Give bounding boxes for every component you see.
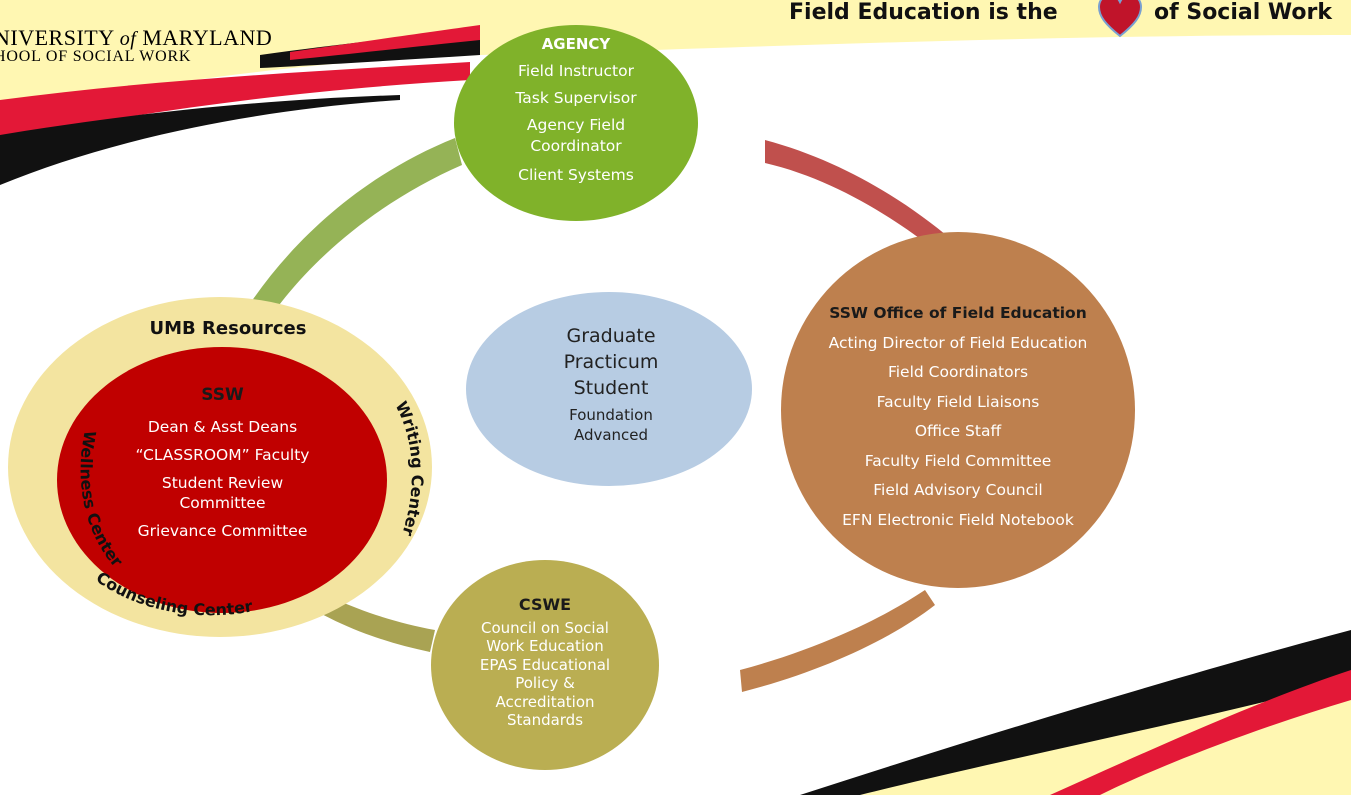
footer-red-swoosh [1050,670,1351,795]
ssw-item: Dean & Asst Deans [147,418,298,436]
arc-field-cswe [740,590,935,692]
field-office-text: SSW Office of Field Education Acting Dir… [800,299,1116,535]
cswe-item: Council on Social [481,618,609,637]
cswe-text: CSWE Council on Social Work Education EP… [470,595,620,730]
agency-item: Field Instructor [518,62,634,80]
ssw-item: Grievance Committee [137,522,308,540]
cswe-item: Standards [506,711,584,729]
student-level: Foundation [569,406,653,424]
student-title-line: Student [573,377,649,399]
ssw-title: SSW [201,385,244,405]
field-office-item: Field Advisory Council [873,481,1043,499]
ssw-item: Student Review [161,474,284,492]
agency-item: Agency Field [526,116,626,134]
logo-state: MARYLAND [142,25,273,50]
slogan-right: of Social Work [1154,0,1333,25]
agency-circle [454,25,698,221]
agency-item: Coordinator [530,137,622,155]
umb-resources-title: UMB Resources [150,318,307,339]
cswe-circle [431,560,659,770]
ssw-item: “CLASSROOM” Faculty [135,446,310,464]
ssw-item: Committee [179,494,266,512]
slogan-left: Field Education is the [789,0,1058,25]
ssw-circle [57,347,387,613]
field-office-item: Faculty Field Committee [864,451,1052,470]
header-red-upper-swoosh [290,25,480,60]
student-text: Graduate Practicum Student Foundation Ad… [466,323,756,445]
header-red-swoosh [0,62,470,140]
arc-agency-field [765,140,952,250]
slogan: Field Education is the of Social Work [789,0,1332,38]
field-office-item: Office Staff [914,422,1002,440]
student-title-line: Graduate [566,325,656,347]
logo-school: HOOL OF SOCIAL WORK [0,48,192,65]
field-office-item: EFN Electronic Field Notebook [842,510,1074,529]
header-black-swoosh [0,95,400,185]
ssw-text: SSW Dean & Asst Deans “CLASSROOM” Facult… [100,385,345,541]
cswe-title: CSWE [518,595,572,614]
cswe-item: Work Education [486,637,604,655]
logo-of: of [119,28,137,50]
header-gold-band [0,0,1351,110]
logo-university: NIVERSITY [0,25,114,50]
cswe-item: EPAS Educational [479,655,611,674]
student-title-line: Practicum [563,351,659,373]
arc-agency-umb [225,138,462,350]
field-office-item: Acting Director of Field Education [828,333,1088,352]
field-office-title: SSW Office of Field Education [829,304,1087,322]
field-office-item: Field Coordinators [887,363,1029,381]
student-circle [466,292,752,486]
cswe-item: Policy & [515,674,575,692]
heart-icon [1097,0,1143,38]
university-logo: NIVERSITY of MARYLAND HOOL OF SOCIAL WOR… [0,27,272,65]
agency-item: Task Supervisor [515,89,637,107]
cswe-item: Accreditation [495,692,595,711]
agency-item: Client Systems [518,166,634,184]
agency-title: AGENCY [541,35,611,53]
agency-text: AGENCY Field Instructor Task Supervisor … [476,34,676,186]
field-office-circle [781,232,1135,588]
student-level: Advanced [573,426,649,444]
field-office-item: Faculty Field Liaisons [876,392,1040,411]
footer-gold-band [860,690,1351,795]
footer-black-swoosh [800,630,1351,795]
